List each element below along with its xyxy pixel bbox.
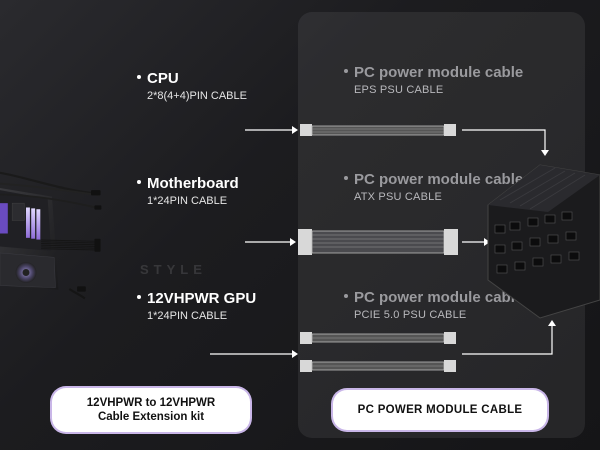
atx-subtitle: ATX PSU CABLE: [354, 191, 442, 203]
pcie-subtitle: PCIE 5.0 PSU CABLE: [354, 309, 467, 321]
extension-kit-badge: 12VHPWR to 12VHPWR Cable Extension kit: [52, 388, 250, 432]
pc-case-illustration: [0, 171, 102, 300]
psu-unit-icon: [487, 164, 600, 319]
power-module-label: PC POWER MODULE CABLE: [357, 404, 523, 416]
pcie-module-label: PC power module cable PCIE 5.0 PSU CABLE: [344, 289, 523, 321]
atx-title: PC power module cable: [354, 171, 524, 188]
arrow-right-icon: [245, 238, 296, 246]
brand-watermark: STYLE: [140, 262, 207, 277]
arrow-right-icon: [462, 238, 490, 246]
pcie-cable: [300, 332, 456, 372]
bullet-icon: [137, 180, 141, 185]
cpu-label: CPU 2*8(4+4)PIN CABLE: [137, 70, 247, 102]
bullet-icon: [137, 75, 141, 80]
arrow-right-icon: [245, 126, 298, 134]
motherboard-subtitle: 1*24PIN CABLE: [147, 195, 228, 207]
bullet-icon: [137, 295, 141, 300]
arrow-up-icon: [462, 320, 556, 355]
motherboard-title: Motherboard: [147, 175, 239, 192]
motherboard-label: Motherboard 1*24PIN CABLE: [137, 175, 239, 207]
extension-kit-line2: Cable Extension kit: [97, 411, 205, 423]
atx-module-label: PC power module cable ATX PSU CABLE: [344, 171, 523, 203]
eps-title: PC power module cable: [354, 64, 524, 81]
extension-kit-line1: 12VHPWR to 12VHPWR: [86, 397, 216, 409]
eps-module-label: PC power module cable EPS PSU CABLE: [344, 64, 523, 96]
gpu-label: 12VHPWR GPU 1*24PIN CABLE: [137, 290, 256, 322]
atx-cable: [298, 229, 458, 255]
arrow-down-icon: [462, 129, 549, 156]
eps-subtitle: EPS PSU CABLE: [354, 84, 444, 96]
bullet-icon: [344, 176, 348, 181]
gpu-title: 12VHPWR GPU: [147, 290, 257, 307]
power-module-badge: PC POWER MODULE CABLE: [333, 390, 547, 430]
pcie-title: PC power module cable: [354, 289, 524, 306]
cpu-subtitle: 2*8(4+4)PIN CABLE: [147, 90, 247, 102]
arrow-right-icon: [210, 350, 298, 358]
bullet-icon: [344, 69, 348, 74]
cpu-title: CPU: [147, 70, 179, 87]
gpu-subtitle: 1*24PIN CABLE: [147, 310, 228, 322]
bullet-icon: [344, 294, 348, 299]
eps-cable: [300, 124, 456, 136]
